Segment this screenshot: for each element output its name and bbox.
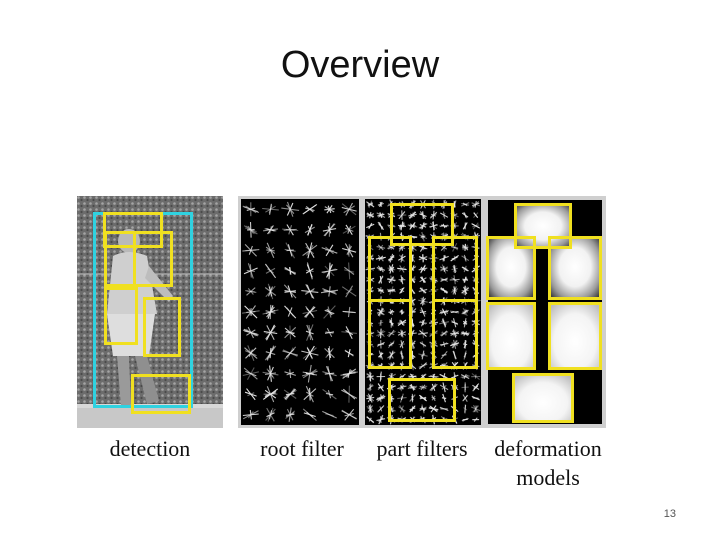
slide-number: 13 — [663, 508, 676, 520]
deformation-left-shoulder — [486, 236, 536, 300]
part-filter-left-shoulder — [368, 236, 412, 302]
deformation-right-arm — [548, 302, 602, 370]
part-filter-head — [390, 203, 454, 246]
part-box-right-arm — [143, 297, 181, 357]
caption-detection: detection — [109, 436, 191, 461]
part-box-left-shoulder — [104, 231, 136, 287]
caption-root-filter: root filter — [260, 436, 344, 461]
detection-image — [77, 196, 223, 428]
deformation-head — [514, 203, 572, 249]
caption-deformation-line2: models — [516, 465, 580, 490]
part-box-feet — [131, 374, 191, 414]
part-filter-right-arm — [432, 299, 478, 369]
deformation-left-arm — [486, 302, 536, 370]
part-filters-image — [362, 196, 484, 428]
slide-title: Overview — [280, 44, 440, 86]
caption-part-filters: part filters — [376, 436, 468, 461]
part-filter-left-arm — [368, 299, 412, 369]
deformation-feet — [512, 373, 574, 423]
part-filter-right-shoulder — [432, 236, 478, 302]
deformation-right-shoulder — [548, 236, 602, 300]
root-filter-hog — [241, 199, 359, 425]
caption-deformation-models: deformation models — [484, 434, 612, 492]
detection-photo — [77, 196, 223, 428]
deformation-models-image — [484, 196, 606, 428]
caption-deformation-line1: deformation — [494, 436, 602, 461]
part-box-right-shoulder — [133, 231, 173, 287]
deformation-models-graphic — [488, 200, 602, 424]
root-filter-image — [238, 196, 362, 428]
part-filter-feet — [388, 378, 456, 422]
part-box-left-arm — [104, 287, 138, 345]
